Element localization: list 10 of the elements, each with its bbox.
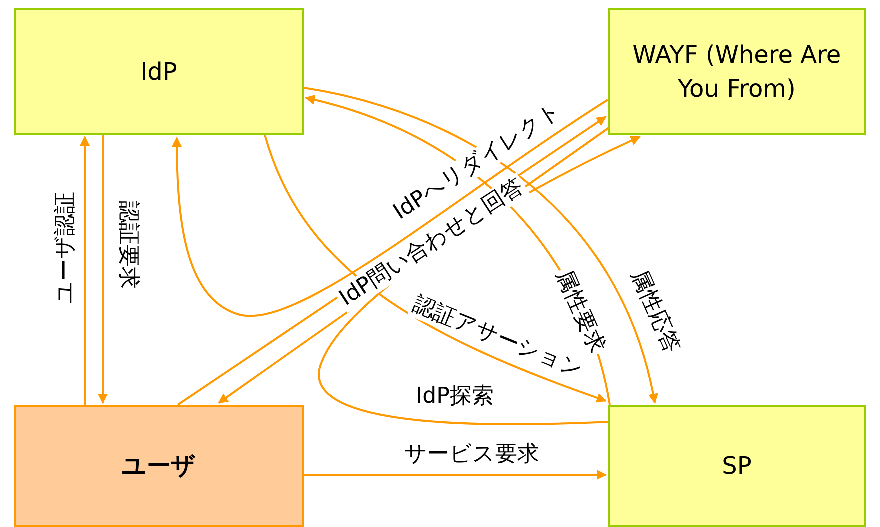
arrow xyxy=(304,470,607,480)
process-box: IdP xyxy=(14,8,304,135)
process-box: ユーザ xyxy=(14,405,304,527)
arrow xyxy=(98,135,108,404)
arrow xyxy=(172,99,609,317)
arrow xyxy=(304,87,658,404)
process-box: SP xyxy=(608,405,866,527)
arrow xyxy=(80,136,90,405)
process-box: WAYF (Where Are You From) xyxy=(608,8,866,135)
arrow xyxy=(264,134,607,403)
